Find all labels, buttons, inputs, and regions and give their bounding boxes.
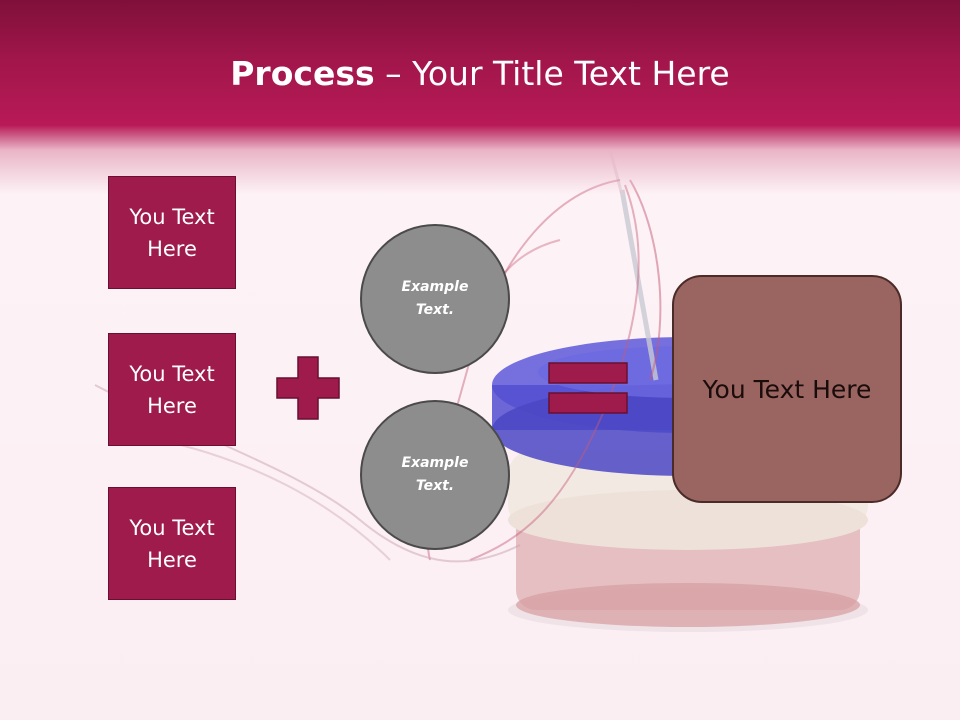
text-box-line: You Text xyxy=(129,515,215,540)
plus-icon xyxy=(276,356,340,420)
equals-icon xyxy=(548,362,628,414)
title-rest: Your Title Text Here xyxy=(412,54,730,93)
circle-line: Text. xyxy=(415,478,455,494)
title-bold: Process xyxy=(230,54,375,93)
circle-line: Example xyxy=(401,279,469,295)
title-separator: – xyxy=(374,54,413,93)
circle-line: Example xyxy=(401,455,469,471)
text-box-line: Here xyxy=(147,547,197,572)
text-box-line: You Text xyxy=(129,361,215,386)
result-box[interactable]: You Text Here xyxy=(672,275,902,503)
header-band xyxy=(0,0,960,195)
slide-title: Process – Your Title Text Here xyxy=(0,52,960,96)
result-label: You Text Here xyxy=(702,374,872,404)
text-box-line: Here xyxy=(147,393,197,418)
text-box-line: Here xyxy=(147,236,197,261)
text-box-line: You Text xyxy=(129,204,215,229)
circle-line: Text. xyxy=(415,302,455,318)
